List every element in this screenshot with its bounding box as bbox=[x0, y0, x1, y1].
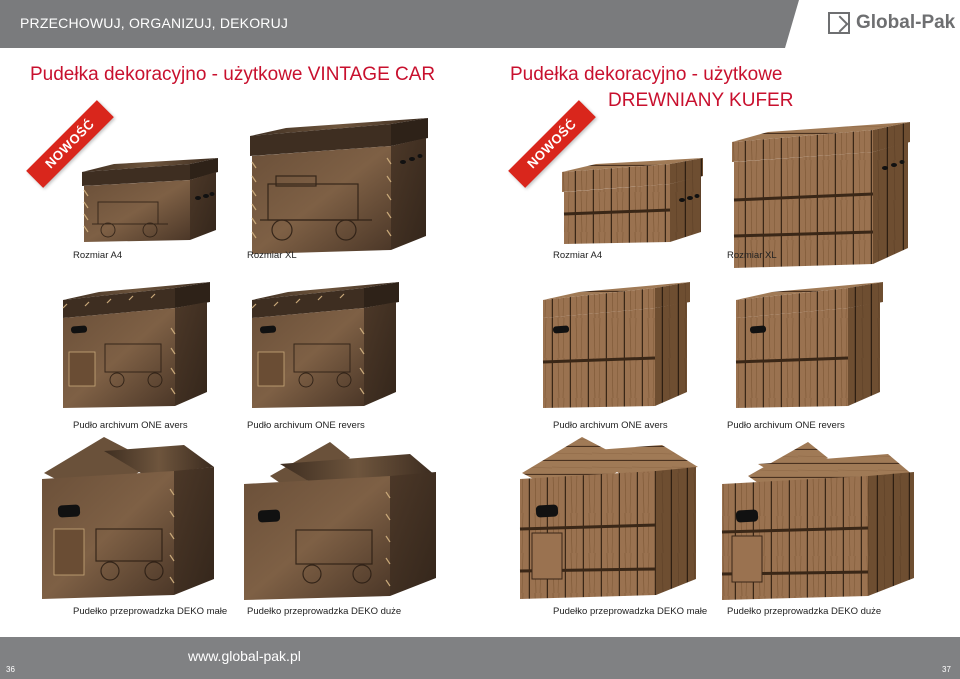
caption-vintage-deko-small: Pudełko przeprowadzka DEKO małe bbox=[73, 606, 228, 617]
page-number-left: 36 bbox=[6, 665, 15, 674]
caption-wood-revers: Pudło archivum ONE revers bbox=[727, 420, 845, 431]
kufer-title-line2: DREWNIANY KUFER bbox=[608, 90, 794, 111]
wood-archivum-revers-image bbox=[735, 282, 883, 408]
logo-text: Global-Pak bbox=[856, 12, 956, 33]
logo-icon bbox=[828, 12, 850, 34]
page-number-right: 37 bbox=[942, 665, 951, 674]
caption-wood-xl: Rozmiar XL bbox=[727, 250, 777, 261]
vintage-box-xl-image bbox=[250, 118, 428, 254]
wood-deko-large-image bbox=[721, 442, 914, 600]
kufer-title-line1: Pudełka dekoracyjno - użytkowe bbox=[510, 64, 783, 85]
caption-wood-avers: Pudło archivum ONE avers bbox=[553, 420, 668, 431]
wood-box-xl-image bbox=[732, 122, 910, 268]
wood-box-a4-image bbox=[562, 158, 703, 244]
vintage-box-a4-image bbox=[82, 158, 218, 242]
vintage-archivum-revers-image bbox=[251, 282, 399, 408]
logo-tab bbox=[785, 0, 960, 48]
caption-wood-deko-large: Pudełko przeprowadzka DEKO duże bbox=[727, 606, 882, 617]
vintage-archivum-avers-image bbox=[62, 282, 210, 408]
top-bar: PRZECHOWUJ, ORGANIZUJ, DEKORUJ Global-Pa… bbox=[0, 0, 960, 48]
caption-vintage-deko-large: Pudełko przeprowadzka DEKO duże bbox=[247, 606, 402, 617]
website-url: www.global-pak.pl bbox=[188, 648, 301, 664]
vintage-title: Pudełka dekoracyjno - użytkowe VINTAGE C… bbox=[30, 64, 436, 85]
tagline: PRZECHOWUJ, ORGANIZUJ, DEKORUJ bbox=[20, 15, 289, 31]
caption-wood-deko-small: Pudełko przeprowadzka DEKO małe bbox=[553, 606, 708, 617]
vintage-deko-large-image bbox=[244, 442, 436, 600]
caption-vintage-revers: Pudło archivum ONE revers bbox=[247, 420, 365, 431]
wood-archivum-avers-image bbox=[542, 282, 690, 408]
vintage-deko-small-image bbox=[42, 437, 214, 599]
wood-deko-small-image bbox=[519, 437, 698, 599]
caption-wood-a4: Rozmiar A4 bbox=[553, 250, 603, 261]
caption-vintage-avers: Pudło archivum ONE avers bbox=[73, 420, 188, 431]
caption-vintage-xl: Rozmiar XL bbox=[247, 250, 297, 261]
bottom-bar bbox=[0, 637, 960, 679]
caption-vintage-a4: Rozmiar A4 bbox=[73, 250, 123, 261]
